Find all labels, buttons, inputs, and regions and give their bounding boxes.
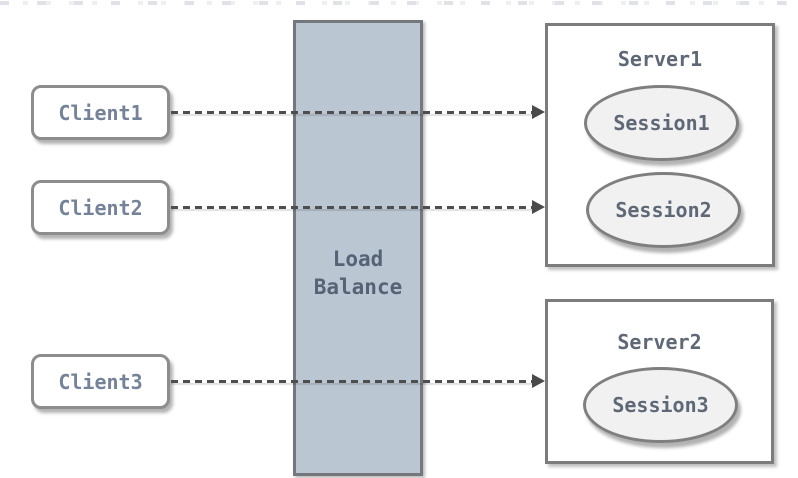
- cropped-text-artifacts: [0, 1, 798, 5]
- dashed-line: [171, 205, 533, 209]
- arrowhead-icon: [532, 374, 545, 388]
- session1-node: Session1: [584, 85, 739, 161]
- server1-node: Server1 Session1 Session2: [545, 23, 775, 267]
- dashed-line: [171, 379, 533, 383]
- server1-title: Server1: [617, 47, 703, 71]
- server2-title: Server2: [617, 330, 702, 354]
- client2-label: Client2: [58, 195, 143, 220]
- load-balancer-label: Load Balance: [313, 247, 403, 299]
- client3-label: Client3: [58, 369, 143, 394]
- client3-node: Client3: [31, 354, 170, 409]
- arrowhead-icon: [532, 200, 545, 214]
- session2-node: Session2: [586, 172, 741, 248]
- session3-label: Session3: [612, 393, 709, 417]
- session2-label: Session2: [615, 198, 712, 222]
- session3-node: Session3: [583, 367, 738, 443]
- dashed-line: [171, 110, 533, 114]
- arrow-client1-to-server1: [171, 104, 545, 120]
- client2-node: Client2: [31, 180, 170, 235]
- client1-label: Client1: [58, 100, 143, 125]
- arrowhead-icon: [532, 105, 545, 119]
- arrow-client2-to-server1: [171, 199, 545, 215]
- client1-node: Client1: [31, 85, 170, 140]
- session1-label: Session1: [613, 111, 710, 135]
- arrow-client3-to-server2: [171, 373, 545, 389]
- load-balancer-node: Load Balance: [293, 20, 423, 476]
- server2-node: Server2 Session3: [545, 299, 774, 464]
